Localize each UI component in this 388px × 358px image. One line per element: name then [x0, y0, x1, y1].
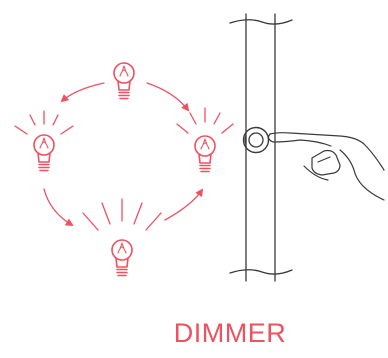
dimmer-switch-icon: [244, 128, 269, 153]
light-rays-right: [177, 108, 233, 133]
light-rays-left: [15, 111, 73, 134]
dimmer-label: DIMMER: [0, 318, 388, 349]
arrow-icon-bottom-right: [165, 190, 202, 220]
light-bulb-icon-bottom: [83, 199, 161, 276]
arrow-icon-top-right: [147, 83, 188, 110]
cycle-arrows: [44, 83, 202, 225]
light-rays-bottom: [83, 199, 161, 230]
light-bulb-icon-right: [177, 108, 233, 172]
arrow-icon-bottom-left: [44, 189, 72, 225]
light-bulb-icon-top: [114, 63, 134, 99]
wall: [230, 14, 292, 281]
hand-icon: [269, 133, 384, 200]
light-bulb-icon-left: [15, 111, 73, 171]
arrow-icon-top-left: [62, 83, 104, 101]
